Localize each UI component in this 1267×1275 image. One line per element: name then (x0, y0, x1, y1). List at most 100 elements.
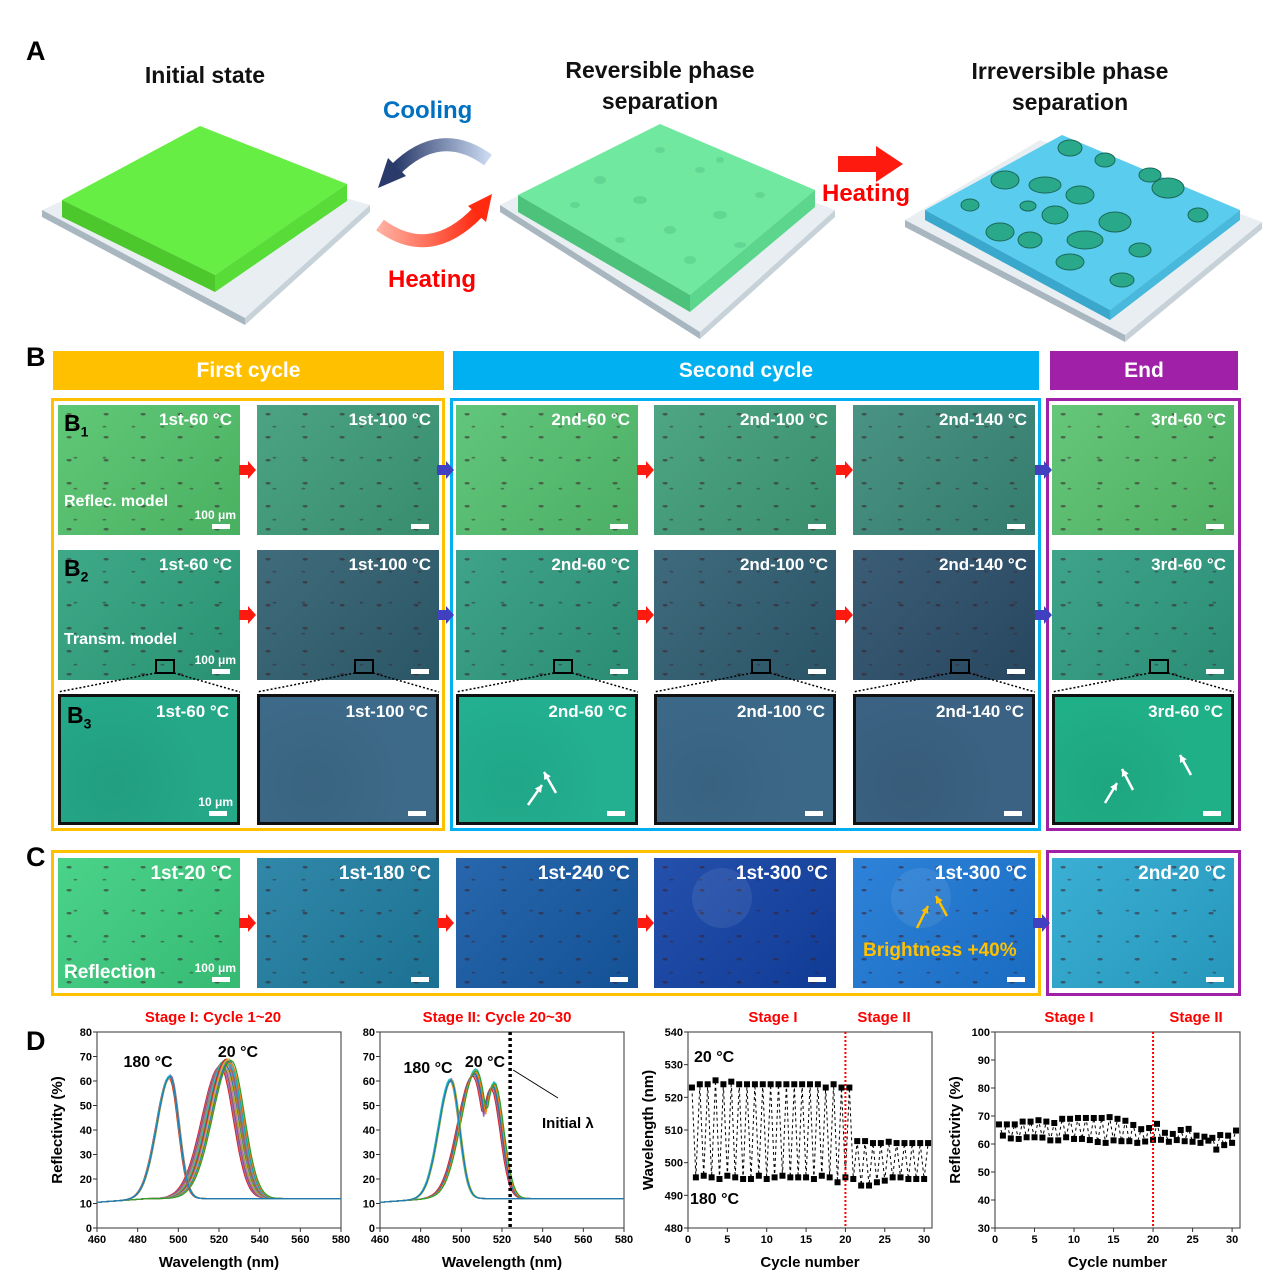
header-first-cycle: First cycle (53, 351, 444, 390)
x-tick-label: 5 (1031, 1234, 1037, 1246)
panel-label-d: D (26, 1026, 46, 1056)
y-axis-label: Reflectivity (%) (49, 1076, 66, 1184)
micrograph-b3-5: 2nd-140 °C (853, 694, 1035, 825)
spectrum-180c (379, 1079, 624, 1203)
data-point (1094, 1139, 1101, 1146)
x-tick-label: 20 (1147, 1234, 1159, 1246)
chart-title: Stage II: Cycle 20~30 (423, 1009, 572, 1026)
y-tick-label: 70 (80, 1052, 92, 1064)
data-point (1003, 1121, 1010, 1128)
micrograph-b3-6: 3rd-60 °C (1052, 694, 1234, 825)
data-point (1078, 1135, 1085, 1142)
x-tick-label: 5 (724, 1234, 730, 1246)
y-tick-label: 40 (80, 1125, 92, 1137)
data-point (1177, 1127, 1184, 1133)
data-point (1015, 1135, 1022, 1142)
data-point (795, 1174, 802, 1181)
spectrum-180c (96, 1075, 341, 1203)
row-label-subscript: 2 (80, 568, 89, 585)
cooling-label: Cooling (383, 97, 473, 124)
x-tick-label: 30 (918, 1234, 930, 1246)
data-point (1150, 1136, 1157, 1143)
x-tick-label: 30 (1226, 1234, 1238, 1246)
spectrum-180c (96, 1076, 341, 1203)
y-tick-label: 80 (978, 1083, 990, 1095)
tile-temperature-label: 2nd-60 °C (551, 410, 630, 429)
data-point (995, 1121, 1002, 1128)
micrograph-b1-3: 2nd-60 °C (456, 405, 638, 535)
micrograph-b1-6: 3rd-60 °C (1052, 405, 1234, 535)
micrograph-b1-5: 2nd-140 °C (853, 405, 1035, 535)
data-point (854, 1138, 861, 1145)
data-point (1031, 1134, 1038, 1141)
spectrum-180c (96, 1074, 341, 1203)
data-point (1122, 1117, 1129, 1124)
scale-bar-label: 100 μm (194, 961, 236, 975)
data-point (1185, 1125, 1192, 1132)
tile-temperature-label: 1st-100 °C (348, 555, 431, 574)
tile-temperature-label: 3rd-60 °C (1151, 410, 1226, 429)
scale-bar (607, 811, 625, 816)
data-point (1229, 1139, 1236, 1146)
data-point (1138, 1126, 1145, 1133)
data-point (1047, 1137, 1054, 1144)
zigzag-line (691, 1080, 929, 1186)
data-point (1165, 1138, 1172, 1145)
data-point (822, 1084, 829, 1091)
initial-lambda-label: Initial λ (542, 1115, 594, 1132)
y-tick-label: 70 (978, 1111, 990, 1123)
x-tick-label: 500 (169, 1234, 187, 1246)
reversible-film-slab (500, 124, 835, 339)
stage-2-label: Stage II (1169, 1009, 1222, 1026)
circular-region (692, 868, 752, 928)
mode-label-transmission: Transm. model (64, 631, 177, 648)
spectrum-180c (96, 1076, 341, 1203)
spectrum-180c (96, 1074, 341, 1203)
data-point (736, 1081, 743, 1088)
data-point (751, 1081, 758, 1088)
header-end: End (1050, 351, 1238, 390)
scale-bar (411, 524, 429, 529)
scale-bar (1203, 811, 1221, 816)
data-point (877, 1140, 884, 1147)
spectrum-180c (96, 1075, 341, 1203)
data-point (814, 1081, 821, 1088)
data-point (818, 1172, 825, 1179)
data-point (755, 1172, 762, 1179)
scale-bar (212, 977, 230, 982)
x-tick-label: 10 (1068, 1234, 1080, 1246)
data-point (1106, 1114, 1113, 1121)
x-tick-label: 460 (371, 1234, 389, 1246)
annotation-20c: 20 °C (694, 1049, 735, 1066)
data-point (873, 1179, 880, 1186)
reversible-title-line1: Reversible phase (565, 57, 755, 83)
y-tick-label: 530 (665, 1060, 683, 1072)
annotation-180c: 180 °C (403, 1060, 453, 1077)
data-point (783, 1081, 790, 1088)
micrograph-c-3: 1st-240 °C (456, 858, 638, 988)
x-tick-label: 580 (332, 1234, 350, 1246)
data-point (807, 1081, 813, 1088)
micrograph-b3-3: 2nd-60 °C (456, 694, 638, 825)
y-tick-label: 500 (665, 1158, 683, 1170)
data-point (1213, 1146, 1220, 1153)
spectrum-180c (96, 1076, 341, 1203)
data-point (1169, 1130, 1176, 1137)
y-tick-label: 40 (978, 1195, 990, 1207)
spectrum-180c (96, 1077, 341, 1203)
data-point (1067, 1115, 1074, 1122)
x-axis-label: Wavelength (nm) (159, 1254, 279, 1271)
micrograph-c-6: 2nd-20 °C (1052, 858, 1234, 988)
tile-temperature-label: 2nd-60 °C (551, 555, 630, 574)
tile-temperature-label: 2nd-140 °C (938, 555, 1027, 574)
scale-bar (805, 811, 823, 816)
data-point (1118, 1138, 1125, 1145)
spectrum-180c (96, 1075, 341, 1203)
data-point (720, 1081, 727, 1088)
y-tick-label: 0 (369, 1223, 375, 1235)
row-label-b3: B3 (67, 702, 91, 732)
x-tick-label: 480 (411, 1234, 429, 1246)
